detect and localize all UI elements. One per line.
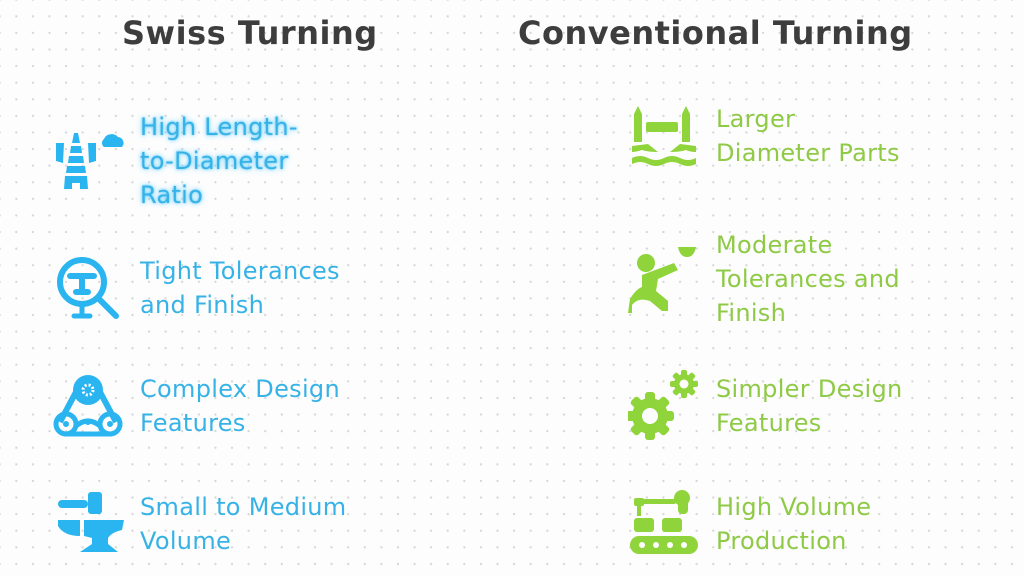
tower-cloud-icon <box>52 125 124 197</box>
robot-arm-conveyor-icon <box>628 488 700 560</box>
swiss-item-length-ratio: High Length- to-Diameter Ratio <box>52 110 298 212</box>
gears-icon <box>628 370 700 442</box>
swiss-item-complex: Complex Design Features <box>52 370 340 442</box>
conventional-item-tolerances: Moderate Tolerances and Finish <box>628 228 900 330</box>
swiss-item-label: Small to Medium Volume <box>140 493 347 555</box>
swiss-item-label: Complex Design Features <box>140 375 340 437</box>
swiss-item-label: High Length- to-Diameter Ratio <box>140 113 298 209</box>
kneeling-person-bowl-icon <box>628 243 700 315</box>
bridge-water-icon <box>628 100 700 172</box>
conventional-turning-heading: Conventional Turning <box>518 14 913 52</box>
swiss-turning-heading: Swiss Turning <box>122 14 378 52</box>
conventional-item-design: Simpler Design Features <box>628 370 903 442</box>
conventional-item-volume: High Volume Production <box>628 488 871 560</box>
conventional-item-label: Moderate Tolerances and Finish <box>716 231 900 327</box>
conventional-item-label: Larger Diameter Parts <box>716 105 900 167</box>
conventional-item-label: Simpler Design Features <box>716 375 903 437</box>
swiss-item-tolerances: Tight Tolerances and Finish <box>52 252 340 324</box>
belt-gear-icon <box>52 370 124 442</box>
conventional-item-label: High Volume Production <box>716 493 872 555</box>
swiss-item-label: Tight Tolerances and Finish <box>140 257 340 319</box>
anvil-hammer-icon <box>52 488 124 560</box>
conventional-item-diameter: Larger Diameter Parts <box>628 100 900 172</box>
swiss-item-volume: Small to Medium Volume <box>52 488 346 560</box>
magnifier-t-icon <box>52 252 124 324</box>
